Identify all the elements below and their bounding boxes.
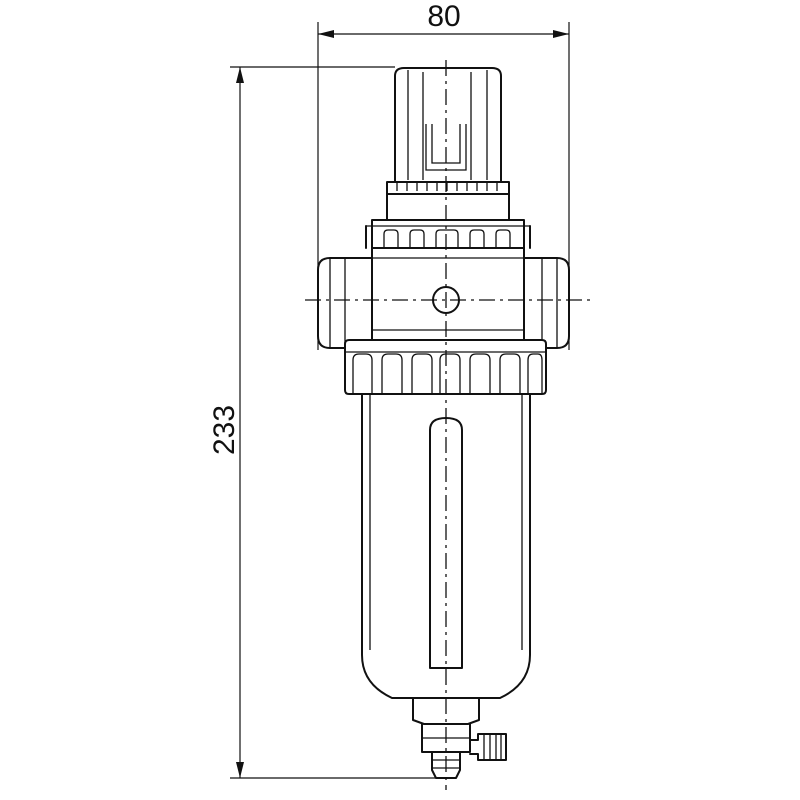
main-body xyxy=(317,247,570,349)
knob-serrations xyxy=(396,182,498,191)
upper-nut-grips xyxy=(383,229,511,248)
width-arrow-right xyxy=(553,30,569,38)
lower-nut-grips xyxy=(352,353,543,394)
upper-ring-nut xyxy=(365,219,531,249)
bowl-outline xyxy=(361,393,531,699)
center-lines xyxy=(305,60,590,790)
width-label: 80 xyxy=(427,0,460,33)
drain-valve-lever xyxy=(469,733,507,761)
sight-window xyxy=(429,417,463,669)
height-arrow-bottom xyxy=(236,762,244,778)
upper-nut-flange xyxy=(365,225,531,249)
outlet-port xyxy=(523,257,570,349)
adjustment-knob xyxy=(386,67,510,221)
body-sides xyxy=(371,247,525,341)
inlet-port-rings xyxy=(329,258,346,348)
grip xyxy=(352,353,373,394)
inlet-port xyxy=(317,257,373,349)
knob-body xyxy=(394,67,502,183)
grip xyxy=(439,353,461,394)
grip xyxy=(527,353,543,394)
grip xyxy=(499,353,521,394)
height-dimension: 233 xyxy=(208,66,440,779)
drain-boss xyxy=(412,697,480,725)
grip xyxy=(495,229,511,248)
grip xyxy=(469,229,485,248)
drain-assembly xyxy=(412,697,507,779)
height-label: 233 xyxy=(208,405,241,455)
lower-ring-nut xyxy=(344,339,547,395)
grip xyxy=(411,353,433,394)
grip xyxy=(469,353,491,394)
width-arrow-left xyxy=(318,30,334,38)
upper-nut-body xyxy=(371,219,525,249)
filter-bowl xyxy=(361,393,531,699)
height-arrow-top xyxy=(236,67,244,83)
width-dimension: 80 xyxy=(317,0,570,350)
grip xyxy=(383,229,399,248)
grip xyxy=(409,229,425,248)
knob-serrated-ring xyxy=(386,181,510,195)
bonnet-sides xyxy=(386,193,510,221)
grip xyxy=(381,353,403,394)
outlet-port-rings xyxy=(541,258,558,348)
grip xyxy=(435,229,459,248)
